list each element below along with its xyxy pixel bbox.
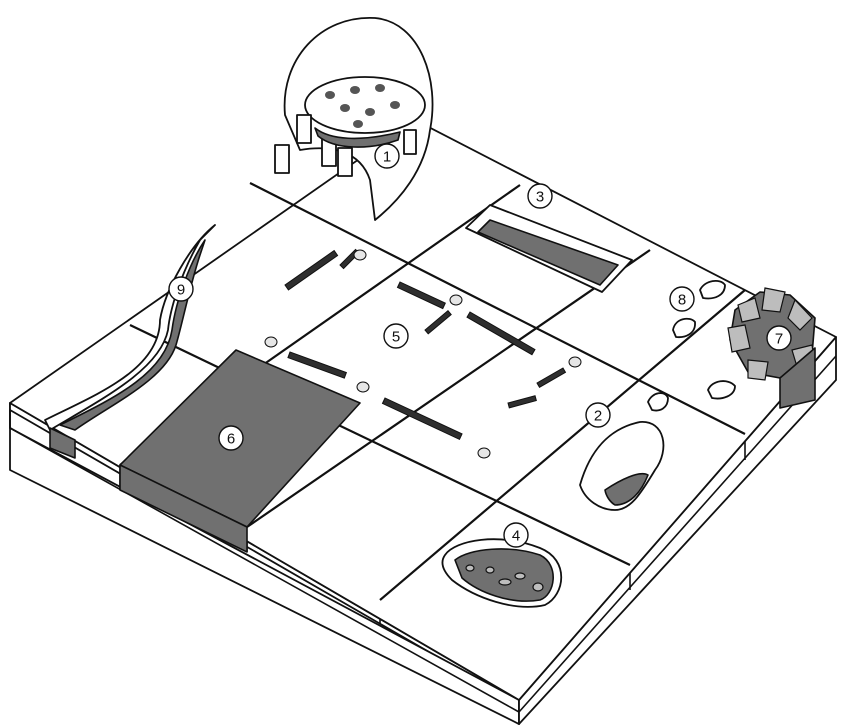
- label-5-text: 5: [392, 329, 400, 346]
- label-4: 4: [504, 523, 528, 547]
- label-2-text: 2: [594, 408, 602, 425]
- label-6: 6: [219, 426, 243, 450]
- label-8-text: 8: [678, 292, 686, 309]
- block-top-face: [10, 120, 836, 700]
- label-8: 8: [670, 287, 694, 311]
- label-3: 3: [528, 184, 552, 208]
- label-2: 2: [586, 403, 610, 427]
- label-3-text: 3: [536, 189, 544, 206]
- label-5: 5: [384, 324, 408, 348]
- label-9-text: 9: [177, 282, 185, 299]
- label-9: 9: [169, 277, 193, 301]
- label-4-text: 4: [512, 528, 520, 545]
- label-1: 1: [375, 144, 399, 168]
- label-7-text: 7: [775, 331, 783, 348]
- label-1-text: 1: [383, 149, 391, 166]
- label-7: 7: [767, 326, 791, 350]
- label-6-text: 6: [227, 431, 235, 448]
